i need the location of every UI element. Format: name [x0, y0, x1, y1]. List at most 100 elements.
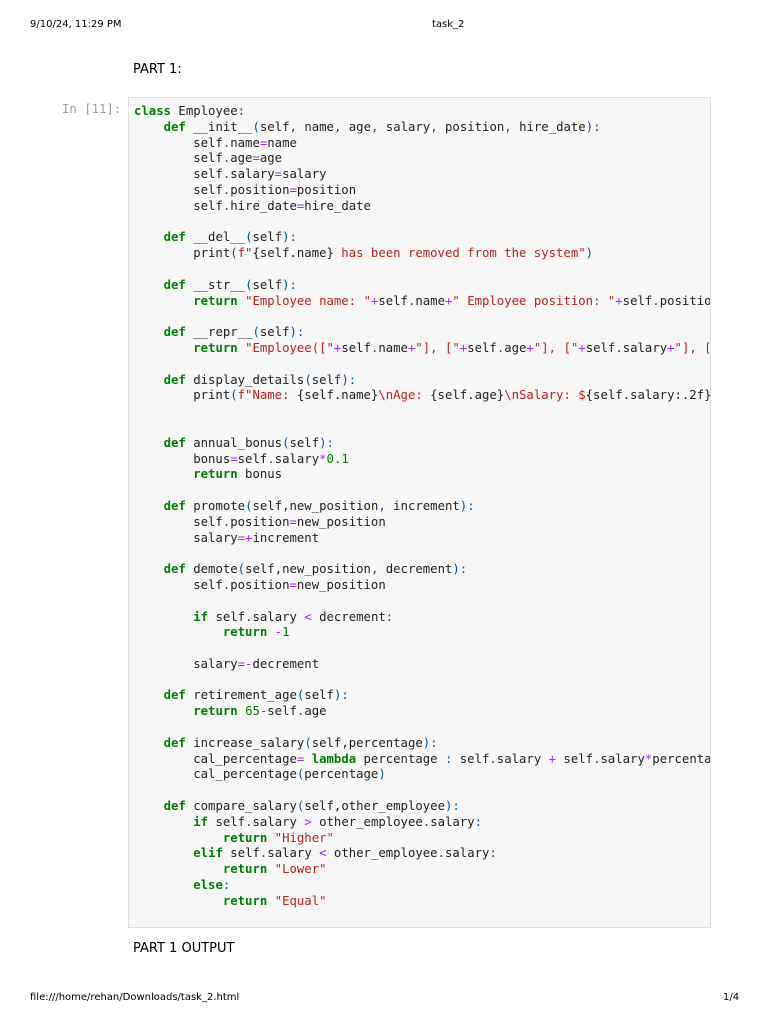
code-token: +: [615, 293, 623, 308]
code-token: self: [134, 135, 223, 150]
code-token: [134, 704, 193, 718]
code-token: (: [304, 372, 312, 387]
code-token: \nSalary: $: [504, 388, 586, 403]
code-token: other_employee: [311, 814, 423, 829]
code-token: position: [230, 577, 290, 592]
code-token: <: [304, 609, 312, 624]
code-token: name: [415, 293, 445, 308]
code-token: (: [304, 735, 312, 750]
code-token: def: [163, 119, 186, 134]
code-token: ):: [282, 230, 297, 245]
code-token: {self.name}: [296, 388, 379, 403]
code-token: .: [496, 340, 505, 355]
code-token: has been removed from the system": [333, 246, 586, 261]
code-token: age: [341, 119, 371, 134]
code-token: __str__: [185, 277, 246, 292]
code-token: "Employee name: ": [245, 293, 371, 308]
code-token: ):: [444, 799, 460, 814]
code-token: percentage: [356, 751, 445, 766]
code-token: bonus: [134, 451, 231, 466]
code-token: [134, 278, 164, 292]
print-footer-url: file:///home/rehan/Downloads/task_2.html: [30, 992, 240, 1003]
code-token: =: [289, 514, 297, 529]
code-token: +: [578, 340, 586, 355]
code-token: hire_date: [230, 198, 297, 213]
code-token: +: [333, 340, 342, 355]
code-token: :: [237, 104, 246, 118]
code-token: f": [237, 246, 253, 261]
code-token: name: [296, 119, 334, 134]
code-token: [134, 862, 223, 876]
code-token: .: [222, 514, 231, 529]
code-token: def: [163, 562, 186, 577]
code-line: if self.salary > other_employee.salary:: [134, 815, 482, 829]
code-token: age: [259, 151, 283, 166]
code-token: >: [304, 814, 312, 829]
code-token: self: [208, 814, 246, 829]
code-token: bonus: [237, 467, 283, 482]
code-token: [134, 562, 164, 576]
code-token: salary: [496, 751, 549, 766]
code-token: salary: [252, 609, 305, 624]
code-line: def retirement_age(self):: [134, 688, 349, 702]
code-token: salary: [445, 846, 490, 861]
code-token: [134, 610, 193, 624]
code-token: def: [163, 230, 186, 245]
code-token: cal_percentage: [134, 767, 297, 782]
code-token: other_employee: [326, 846, 438, 861]
code-token: self: [304, 688, 334, 703]
print-header-title: task_2: [432, 19, 465, 30]
code-token: ):: [282, 277, 297, 292]
code-token: self: [134, 514, 223, 529]
code-token: (: [296, 799, 305, 814]
code-token: "], [": [415, 340, 460, 355]
code-token: increase_salary: [185, 735, 305, 750]
code-token: Employee: [171, 104, 238, 118]
code-token: +: [370, 293, 379, 308]
code-cell[interactable]: class Employee: def __init__(self, name,…: [128, 97, 711, 928]
code-editor[interactable]: class Employee: def __init__(self, name,…: [134, 104, 711, 910]
code-token: position: [659, 293, 711, 308]
code-token: retirement_age: [185, 688, 297, 703]
code-token: (: [296, 767, 305, 782]
code-token: -: [274, 625, 283, 640]
code-token: .: [222, 577, 231, 592]
code-token: .: [407, 293, 416, 308]
code-token: name: [267, 135, 297, 150]
code-token: self: [259, 325, 290, 340]
code-token: :: [222, 878, 231, 893]
code-line: else:: [134, 878, 230, 892]
code-token: def: [163, 372, 186, 387]
code-token: [134, 230, 164, 244]
code-token: salary: [378, 119, 431, 134]
code-token: salary: [430, 814, 475, 829]
code-token: .: [422, 814, 431, 829]
code-token: (: [296, 688, 305, 703]
code-token: "Lower": [274, 862, 327, 877]
code-token: self: [134, 198, 223, 213]
code-line: salary=-decrement: [134, 657, 319, 671]
code-token: [134, 736, 164, 750]
code-token: print: [134, 388, 231, 403]
code-line: print(f"{self.name} has been removed fro…: [134, 246, 593, 260]
code-token: def: [163, 435, 186, 450]
code-token: self: [222, 846, 260, 861]
code-token: ,: [378, 498, 386, 513]
code-token: else: [193, 878, 223, 893]
code-token: demote: [185, 562, 238, 577]
markdown-heading-part1: PART 1:: [133, 62, 182, 77]
code-token: [134, 831, 223, 845]
code-token: .: [370, 340, 379, 355]
code-token: compare_salary: [185, 799, 297, 814]
code-line: def __repr__(self):: [134, 325, 305, 340]
code-token: self: [252, 277, 283, 292]
code-line: return "Lower": [134, 862, 327, 876]
code-line: self.position=new_position: [134, 578, 386, 592]
code-token: ):: [319, 435, 334, 450]
code-token: (: [237, 562, 246, 577]
code-token: hire_date: [304, 198, 371, 213]
code-token: self: [467, 340, 497, 355]
code-token: cal_percentage: [134, 751, 297, 766]
code-token: " Employee position: ": [452, 293, 616, 308]
code-token: self: [556, 751, 594, 766]
